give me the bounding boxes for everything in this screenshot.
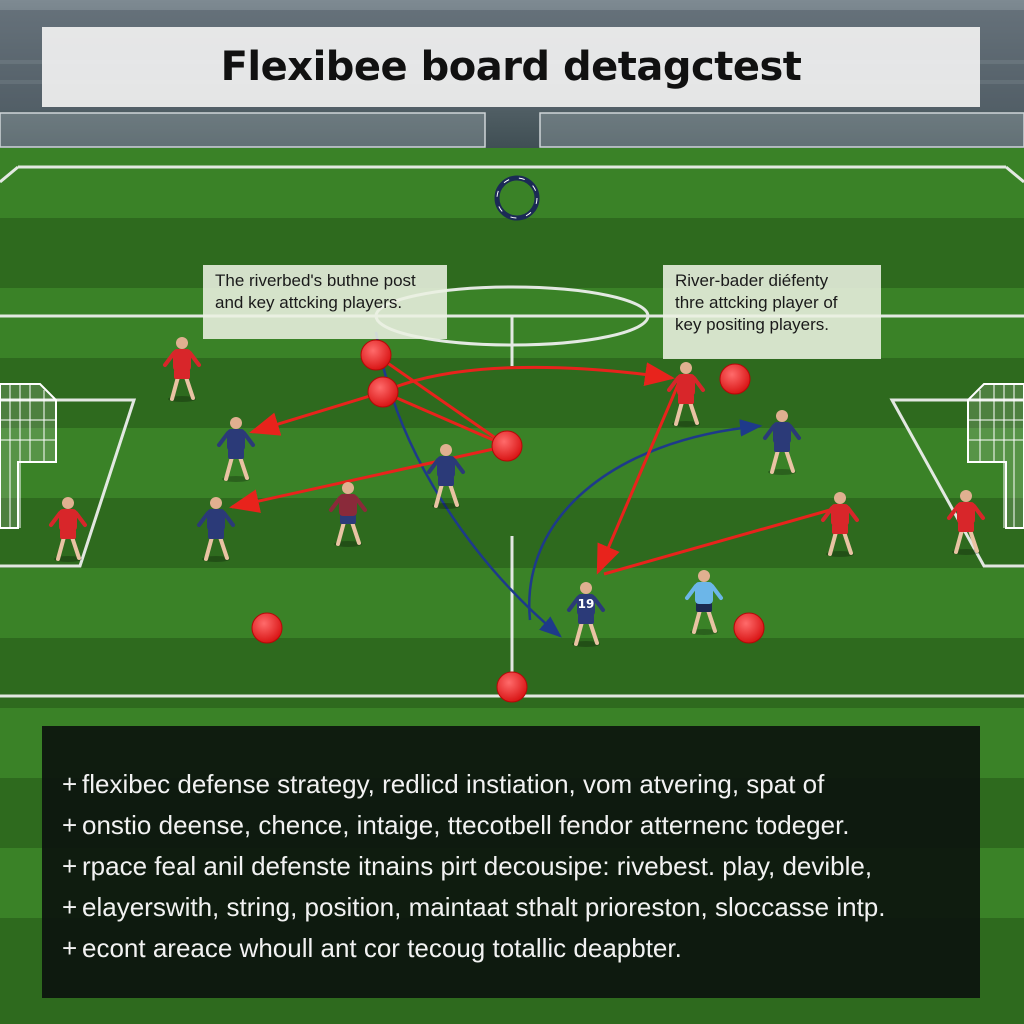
note-text: flexibec defense strategy, redlicd insti… [82,769,825,799]
tactic-arrows [229,331,831,638]
player-figure [217,417,255,482]
blue-curve-line [527,419,763,621]
red-arrow [603,508,831,576]
note-item: +elayerswith, string, position, maintaat… [62,887,960,928]
position-marker [733,612,765,644]
callout-line: key positing players. [675,315,830,334]
page-title: Flexibee board detagctest [220,44,802,90]
note-item: +onstio deense, chence, intaige, ttecotb… [62,805,960,846]
position-marker [491,430,523,462]
red-arrow [596,379,682,575]
players-layer: 19 [49,337,985,647]
red-arrow [375,353,508,448]
player-figure [685,570,723,635]
player-figure [49,497,87,562]
note-text: onstio deense, chence, intaige, ttecotbe… [82,810,850,840]
red-arrow [229,444,508,513]
perimeter-fence [0,112,1024,148]
note-item: +flexibec defense strategy, redlicd inst… [62,764,960,805]
position-marker [360,339,392,371]
bullet-icon: + [62,851,78,881]
player-figure [197,497,235,562]
position-marker [496,671,528,703]
shirt-number: 19 [578,597,595,611]
bullet-icon: + [62,810,78,840]
position-marker [719,363,751,395]
red-arrow [382,390,508,448]
bullet-icon: + [62,769,78,799]
note-text: elayerswith, string, position, maintaat … [82,892,886,922]
player-figure [763,410,801,475]
title-banner: Flexibee board detagctest [42,27,980,107]
player-figure: 19 [567,582,605,647]
callout-line: thre attcking player of [675,293,838,312]
player-figure [667,362,705,427]
player-figure [947,490,985,555]
callout-line: River-bader diéfenty [675,271,829,290]
callout-left: The riverbed's buthne post and key attck… [203,265,447,339]
player-figure [329,482,367,547]
note-text: rpace feal anil defenste itnains pirt de… [82,851,873,881]
note-item: +rpace feal anil defenste itnains pirt d… [62,846,960,887]
red-arrow [249,390,384,436]
callout-right: River-bader diéfenty thre attcking playe… [663,265,881,359]
left-goal [0,383,57,529]
ring-icon [494,175,540,221]
bullet-icon: + [62,933,78,963]
note-item: +econt areace whoull ant cor tecoug tota… [62,928,960,969]
bullet-icon: + [62,892,78,922]
callout-line: and key attcking players. [215,293,403,312]
position-marker [367,376,399,408]
position-marker [251,612,283,644]
note-text: econt areace whoull ant cor tecoug total… [82,933,682,963]
markers-layer [251,339,765,703]
player-figure [163,337,201,402]
player-figure [427,444,465,509]
callout-line: The riverbed's buthne post [215,271,416,290]
strategy-notes: +flexibec defense strategy, redlicd inst… [42,726,980,998]
player-figure [821,492,859,557]
right-goal [967,383,1024,529]
red-arrow [382,362,675,394]
